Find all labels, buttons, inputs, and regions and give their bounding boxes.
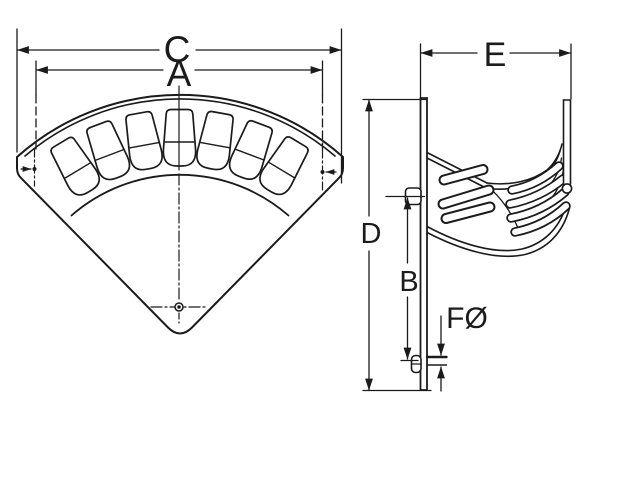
slot-divider — [235, 148, 265, 161]
band-bottom-edge — [426, 205, 571, 258]
dim-E — [419, 43, 572, 100]
dim-label-A: A — [167, 53, 192, 94]
slot-divider — [268, 162, 296, 179]
mount-hole-right — [320, 149, 337, 192]
dim-D — [362, 98, 432, 392]
pivot-hole — [174, 302, 184, 312]
dim-A — [35, 60, 324, 151]
hose-slot — [50, 136, 101, 196]
slot-divider — [200, 141, 231, 149]
slot-divider — [64, 162, 92, 179]
hose-slot — [259, 136, 309, 196]
wall-plate — [419, 97, 428, 391]
dim-C — [16, 28, 343, 184]
mount-hole-left — [20, 148, 37, 187]
dim-label-D: D — [361, 218, 382, 250]
rim-end-cap — [561, 183, 573, 194]
rim-end-strip — [561, 99, 573, 194]
hose-slots — [50, 108, 309, 196]
dim-label-F: FØ — [446, 302, 488, 335]
front-view — [16, 28, 344, 335]
side-slots-curved — [505, 161, 571, 237]
fan-inner-arc — [70, 173, 290, 217]
slot-divider — [129, 141, 160, 149]
dim-B — [385, 195, 426, 362]
hose-slot — [86, 120, 131, 181]
lower-fixing-bolt — [410, 354, 448, 374]
hose-slot — [228, 119, 274, 181]
hose-slot — [196, 110, 234, 171]
hose-slot — [125, 110, 163, 171]
dim-label-B: B — [399, 266, 418, 298]
dim-label-E: E — [484, 36, 507, 74]
slot-divider — [95, 148, 125, 161]
side-slots-flat — [437, 164, 496, 224]
side-view — [362, 43, 573, 392]
fan-rim-arc — [24, 98, 336, 157]
dim-label-C: C — [164, 29, 191, 70]
